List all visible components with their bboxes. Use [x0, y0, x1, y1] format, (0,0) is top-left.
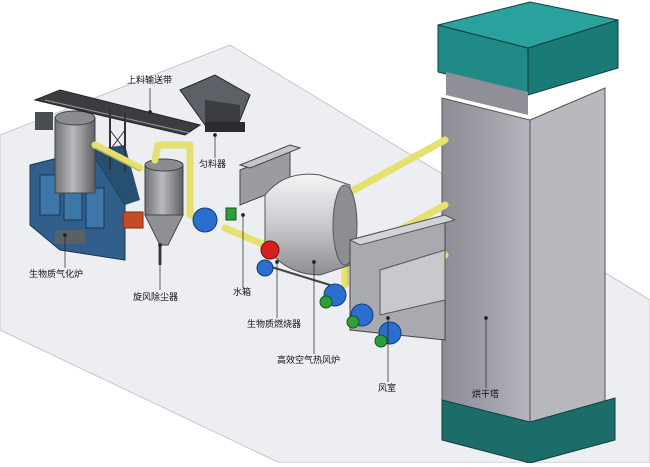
label-gasifier: 生物质气化炉 — [29, 270, 84, 280]
pump — [260, 240, 280, 260]
leader-lines — [63, 88, 488, 388]
drying-tower — [437, 1, 619, 464]
label-water-tank: 水箱 — [233, 288, 252, 298]
label-hot-air-furnace: 高效空气热风炉 — [277, 356, 341, 366]
conveyor — [33, 89, 202, 172]
label-drying-tower: 烘干塔 — [472, 390, 500, 400]
label-hopper: 匀料器 — [199, 160, 227, 170]
label-conveyor: 上料输送带 — [127, 76, 173, 86]
label-air-chamber: 风室 — [378, 384, 397, 394]
fans-green — [225, 207, 388, 348]
label-cyclone: 旋风除尘器 — [133, 293, 179, 303]
air-chamber — [348, 214, 457, 341]
hopper — [179, 74, 251, 132]
label-burner: 生物质燃烧器 — [247, 320, 302, 330]
gasifier — [29, 110, 144, 261]
